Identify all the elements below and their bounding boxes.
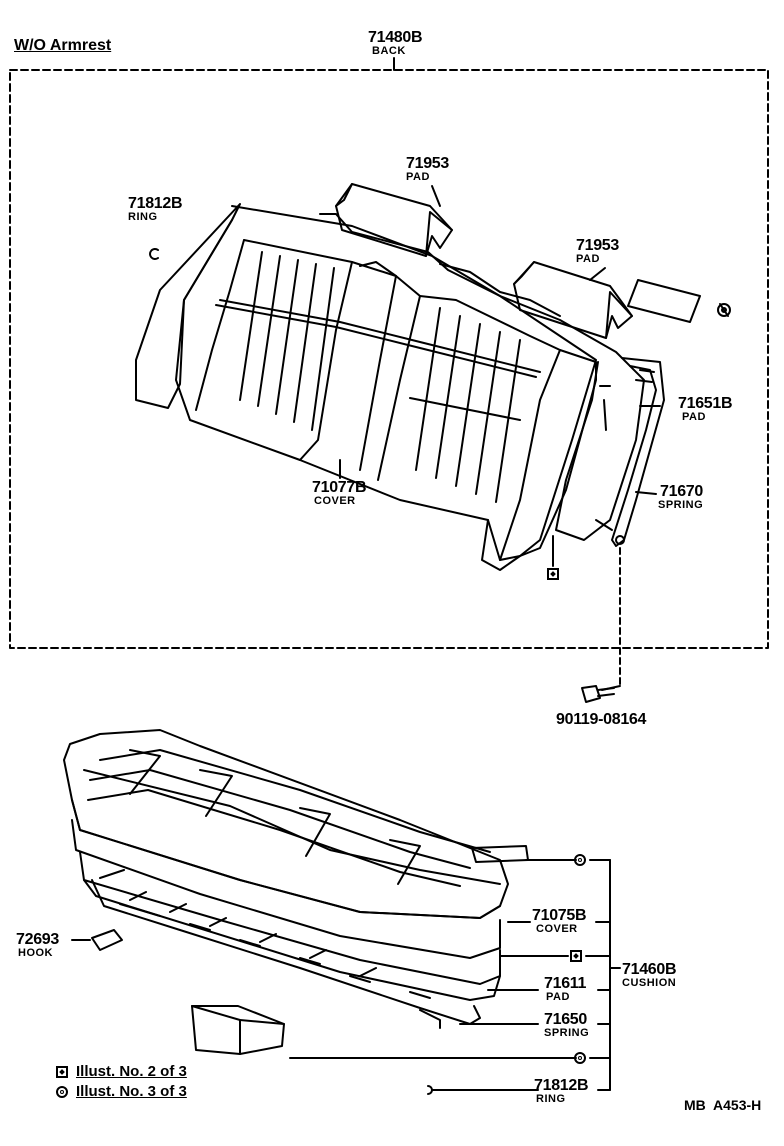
ring-bottom-icon [427, 1085, 433, 1095]
pad-left-part-number: 71953 [406, 155, 449, 172]
legend-item-illust-2: Illust. No. 2 of 3 [76, 1063, 187, 1080]
back-spring-part-name: SPRING [658, 499, 704, 511]
back-part-name: BACK [372, 45, 406, 57]
cushion-pad-part-number: 71611 [544, 975, 587, 992]
headrest-pad-right-drawing [513, 261, 633, 339]
ring-bottom-part-number: 71812B [534, 1077, 589, 1094]
pad-right-part-number: 71953 [576, 237, 619, 254]
bolt-part-number: 90119-08164 [556, 711, 647, 728]
illust-3-marker-lower [574, 1052, 586, 1064]
headrest-pad-left-drawing [335, 183, 453, 257]
back-cover-part-name: COVER [314, 495, 356, 507]
pad-right-part-name: PAD [576, 253, 600, 265]
bolt-drawing [581, 685, 615, 703]
back-pad-part-name: PAD [682, 411, 706, 423]
cushion-spring-part-name: SPRING [544, 1027, 590, 1039]
illust-2-marker-cushion [570, 950, 582, 962]
illust-2-marker-back [547, 568, 559, 580]
cushion-part-name: CUSHION [622, 977, 677, 989]
ring-top-part-name: RING [128, 211, 158, 223]
cushion-spring-part-number: 71650 [544, 1011, 587, 1028]
cushion-cover-part-number: 71075B [532, 907, 587, 924]
cushion-part-number: 71460B [622, 961, 677, 978]
hook-part-name: HOOK [18, 947, 53, 959]
back-assembly-boundary [9, 69, 769, 649]
ring-top-icon [149, 248, 159, 260]
diagram-reference-code: MB A453-H [684, 1097, 762, 1113]
seat-cushion-drawing [63, 729, 509, 1029]
small-pad-block [627, 279, 701, 323]
ring-bottom-part-name: RING [536, 1093, 566, 1105]
pad-left-part-name: PAD [406, 171, 430, 183]
page-title: W/O Armrest [14, 37, 112, 54]
legend-square-icon [56, 1066, 68, 1078]
ring-top-part-number: 71812B [128, 195, 183, 212]
ring-circle-upper [717, 303, 731, 317]
legend-item-illust-3: Illust. No. 3 of 3 [76, 1083, 187, 1100]
illust-3-marker-upper [574, 854, 586, 866]
pad-block-lower-drawing [191, 1005, 285, 1055]
back-spring-part-number: 71670 [660, 483, 703, 500]
back-cover-part-number: 71077B [312, 479, 367, 496]
seat-back-spring-drawing [595, 357, 665, 547]
back-part-number: 71480B [368, 29, 423, 46]
seat-back-cover-drawing [135, 203, 597, 571]
cushion-pad-part-name: PAD [546, 991, 570, 1003]
cushion-cover-part-name: COVER [536, 923, 578, 935]
back-pad-part-number: 71651B [678, 395, 733, 412]
hook-part-number: 72693 [16, 931, 59, 948]
hook-drawing [91, 929, 123, 951]
legend-circle-icon [56, 1086, 68, 1098]
